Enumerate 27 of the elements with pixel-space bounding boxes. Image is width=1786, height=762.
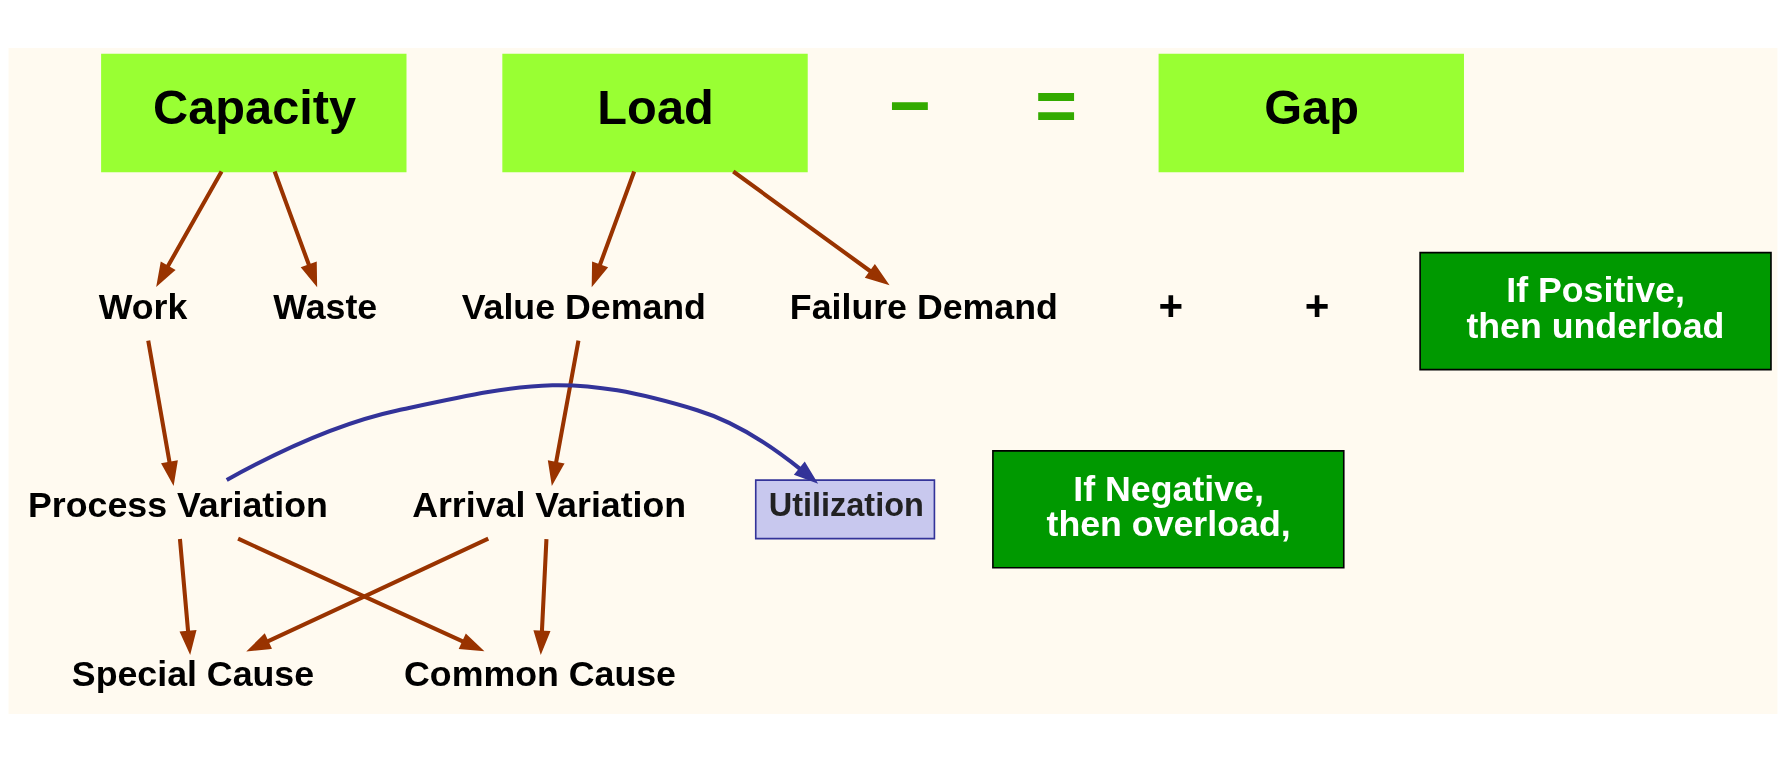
arrow	[146, 340, 178, 486]
arrow	[547, 340, 581, 486]
node-text: Arrival Variation	[412, 484, 687, 525]
node-box: Load	[502, 53, 808, 173]
label: −	[888, 64, 931, 145]
node-text: Common Cause	[404, 653, 676, 694]
node-text: Failure Demand	[789, 286, 1058, 327]
node-box: If Positive, then underload	[1419, 251, 1772, 371]
label: =	[1035, 64, 1077, 145]
node-text: Process Variation	[28, 484, 328, 525]
node-box: If Negative, then overload,	[992, 450, 1345, 569]
arrow	[272, 170, 318, 288]
node-box: Gap	[1158, 53, 1464, 173]
arrow	[225, 383, 819, 484]
label: +	[1158, 281, 1184, 329]
arrow	[533, 538, 551, 656]
node-box: Utilization	[754, 479, 936, 540]
node-text: Special Cause	[71, 653, 315, 694]
label: +	[1304, 281, 1330, 329]
arrow	[732, 169, 890, 286]
node-text: Waste	[273, 286, 378, 327]
node-text: Value Demand	[461, 286, 706, 327]
node-text: Work	[98, 286, 188, 327]
arrow	[156, 170, 224, 287]
arrow	[591, 170, 637, 288]
arrow	[177, 538, 197, 656]
node-box: Capacity	[101, 53, 407, 173]
